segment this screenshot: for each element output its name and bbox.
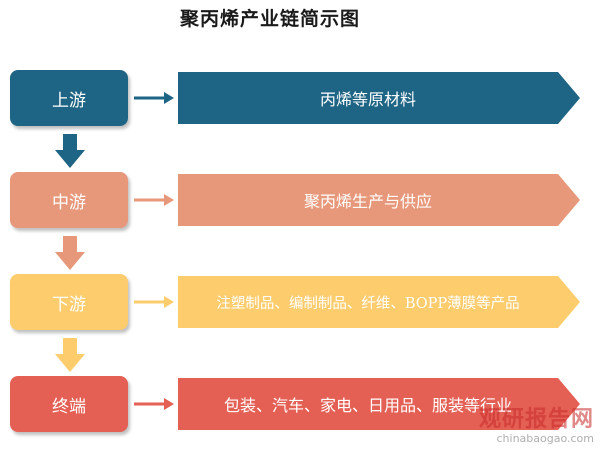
stage-downstream-label: 下游 <box>52 294 86 315</box>
banner-terminal: 包装、汽车、家电、日用品、服装等行业 <box>178 378 580 430</box>
arrow-right-icon <box>134 398 174 410</box>
watermark-site: chinabaogao.com <box>496 432 595 445</box>
banner-downstream-text: 注塑制品、编制制品、纤维、BOPP薄膜等产品 <box>216 295 520 312</box>
stage-midstream: 中游 <box>10 172 128 228</box>
banner-midstream-text: 聚丙烯生产与供应 <box>303 192 432 211</box>
arrow-right-icon <box>134 296 174 308</box>
stage-downstream: 下游 <box>10 274 128 330</box>
banner-midstream: 聚丙烯生产与供应 <box>178 174 580 226</box>
watermark-brand: 观研报告网 <box>478 407 594 432</box>
stage-midstream-label: 中游 <box>52 192 86 213</box>
arrow-right-icon <box>134 92 174 104</box>
arrow-right-icon <box>134 194 174 206</box>
stage-upstream: 上游 <box>10 70 128 126</box>
banner-downstream: 注塑制品、编制制品、纤维、BOPP薄膜等产品 <box>178 276 580 328</box>
stage-terminal-label: 终端 <box>52 396 86 417</box>
arrow-down-icon <box>55 338 85 372</box>
stage-terminal: 终端 <box>10 376 128 432</box>
banner-upstream-text: 丙烯等原材料 <box>319 90 416 109</box>
arrow-down-icon <box>55 236 85 270</box>
diagram-title: 聚丙烯产业链简示图 <box>179 8 360 30</box>
watermark: 观研报告网 chinabaogao.com <box>478 407 595 445</box>
banner-upstream: 丙烯等原材料 <box>178 72 580 124</box>
banner-terminal-text: 包装、汽车、家电、日用品、服装等行业 <box>223 396 512 415</box>
stage-upstream-label: 上游 <box>52 90 86 111</box>
arrow-down-icon <box>55 134 85 168</box>
